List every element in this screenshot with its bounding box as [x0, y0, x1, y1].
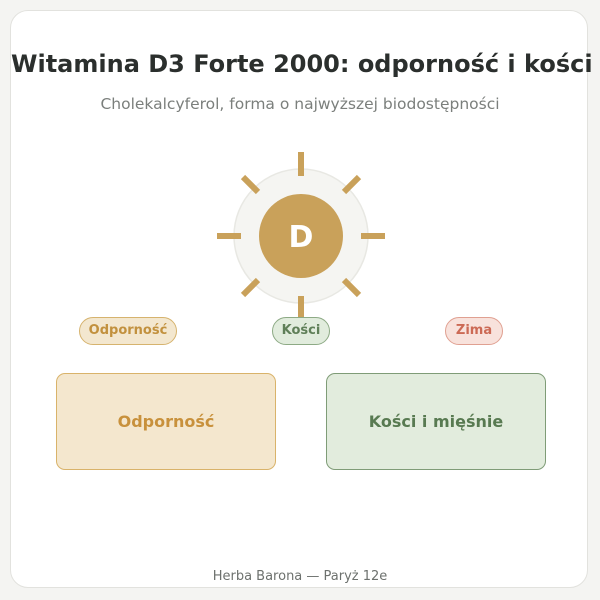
- footer-credit: Herba Barona — Paryż 12e: [212, 569, 388, 584]
- sun-icon: D: [217, 152, 385, 320]
- page-title: Witamina D3 Forte 2000: odporność i kośc…: [11, 50, 593, 78]
- sun-ray-top-right: [341, 174, 362, 195]
- sun-letter: D: [289, 220, 314, 255]
- sun-ray-bottom-left: [240, 277, 261, 298]
- benefit-card-odpornosc: Odporność: [56, 373, 276, 470]
- sun-rays: [217, 152, 385, 320]
- sun-ray-top-left: [240, 174, 261, 195]
- benefit-card-kosci-miesnie: Kości i mięśnie: [326, 373, 546, 470]
- sun-ray-bottom-right: [341, 277, 362, 298]
- tag-zima: Zima: [445, 317, 503, 345]
- tag-odpornosc: Odporność: [79, 317, 177, 345]
- infographic-card: Witamina D3 Forte 2000: odporność i kośc…: [10, 10, 593, 588]
- sun-core: [259, 194, 343, 278]
- tag-kosci: Kości: [272, 317, 330, 345]
- page-subtitle: Cholekalcyferol, forma o najwyższej biod…: [100, 95, 500, 113]
